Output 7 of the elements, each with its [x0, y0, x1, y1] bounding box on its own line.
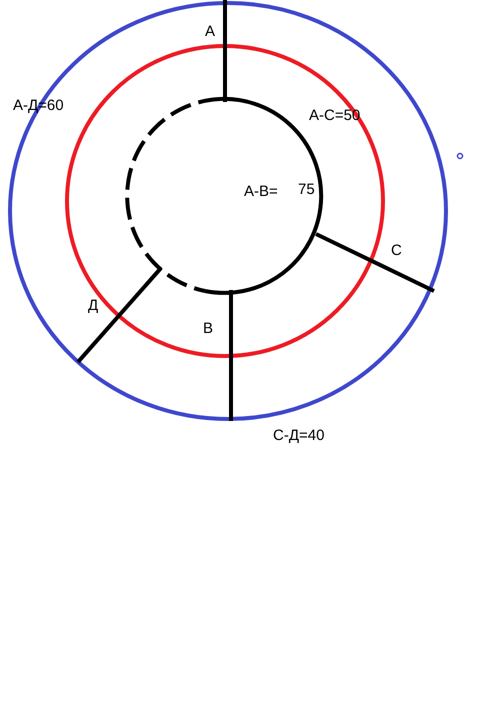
point-label: А: [205, 23, 216, 40]
point-label: С: [391, 242, 402, 259]
distance-value: 75: [298, 181, 315, 198]
distance-label: А-В=: [244, 183, 278, 200]
point-label: В: [203, 320, 214, 337]
distance-label: С-Д=40: [273, 427, 324, 444]
point-label: Д: [88, 297, 98, 314]
